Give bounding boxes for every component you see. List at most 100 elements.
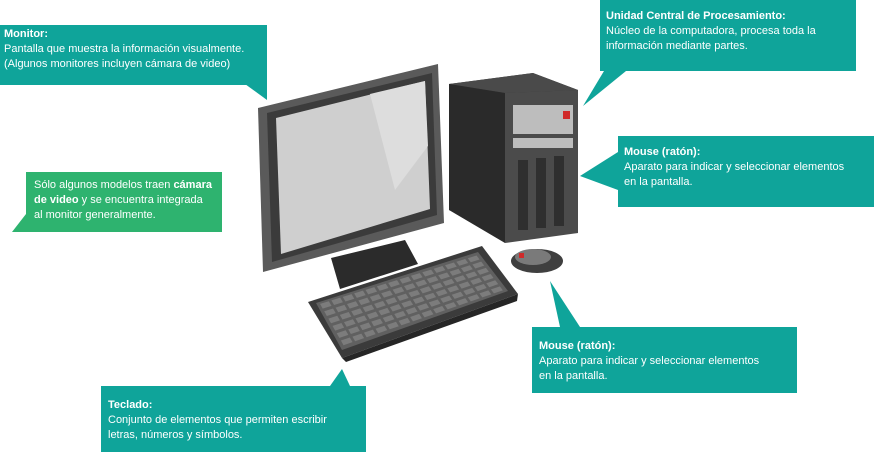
camera-text-bold: cámara de video: [34, 179, 212, 206]
keyboard-key: [405, 307, 418, 315]
keyboard-key: [428, 299, 441, 307]
keyboard-key: [378, 307, 391, 316]
keyboard-key: [332, 322, 345, 331]
keyboard-key: [456, 298, 469, 306]
mouse: [511, 249, 563, 273]
keyboard-key: [451, 291, 464, 299]
monitor-callout-line2: (Algunos monitores incluyen cámara de vi…: [4, 58, 231, 70]
mouse-bottom-callout-title: Mouse (ratón):: [539, 340, 616, 352]
keyboard-key: [352, 333, 365, 342]
keyboard: [308, 246, 518, 362]
mouse-top-callout: Mouse (ratón): Aparato para indicar y se…: [618, 136, 874, 207]
cpu-callout-tail: [583, 71, 626, 106]
keyboard-key: [398, 317, 411, 326]
keyboard-key: [388, 280, 400, 288]
keyboard-key: [422, 269, 435, 277]
keyboard-callout-line2: letras, números y símbolos.: [108, 429, 243, 441]
keyboard-key: [382, 314, 395, 323]
keyboard-key: [454, 275, 466, 283]
keyboard-key: [424, 292, 437, 301]
keyboard-key: [348, 326, 360, 335]
keyboard-key: [354, 290, 366, 298]
keyboard-key: [421, 309, 434, 318]
keyboard-key: [385, 297, 398, 305]
keyboard-key: [415, 279, 428, 287]
keyboard-key: [340, 337, 353, 346]
keyboard-key: [442, 278, 455, 286]
keyboard-key: [460, 265, 473, 273]
mouse-top-callout-title: Mouse (ratón):: [624, 146, 701, 158]
keyboard-key: [358, 297, 370, 305]
keyboard-key: [399, 276, 412, 284]
monitor-callout-line1: Pantalla que muestra la información visu…: [4, 43, 245, 55]
mouse-top-callout-line2: en la pantalla.: [624, 176, 693, 188]
keyboard-key: [477, 267, 489, 275]
keyboard-key: [376, 283, 389, 291]
monitor-callout-title: Monitor:: [4, 28, 48, 40]
dvd-drive: [513, 105, 573, 134]
keyboard-key: [465, 271, 478, 279]
mouse-bottom-callout-tail: [550, 281, 580, 327]
camera-callout-tail: [12, 214, 26, 232]
keyboard-key: [433, 306, 446, 314]
cpu-tower: [449, 73, 578, 243]
keyboard-key: [346, 301, 359, 309]
keyboard-key: [369, 294, 382, 302]
keyboard-key: [335, 304, 348, 313]
keyboard-key: [426, 276, 439, 284]
keyboard-key: [463, 287, 476, 295]
keyboard-key: [479, 290, 492, 298]
cpu-callout-title: Unidad Central de Procesamiento:: [606, 10, 786, 22]
camera-callout: Sólo algunos modelos traen cámara de vid…: [26, 172, 222, 232]
keyboard-key: [467, 255, 480, 263]
keyboard-key: [449, 268, 462, 276]
keyboard-key: [324, 308, 336, 316]
keyboard-callout-title: Teclado:: [108, 399, 153, 411]
keyboard-key: [458, 281, 471, 289]
keyboard-key: [371, 318, 383, 327]
camera-text-before: Sólo algunos modelos traen: [34, 179, 174, 191]
keyboard-key: [419, 286, 432, 294]
keyboard-key: [408, 289, 421, 298]
keyboard-key: [336, 330, 349, 338]
mouse-bottom-callout-line1: Aparato para indicar y seleccionar eleme…: [539, 355, 760, 367]
cpu-callout-line1: Núcleo de la computadora, procesa toda l…: [606, 25, 816, 37]
monitor: [258, 64, 444, 289]
keyboard-key: [445, 262, 457, 270]
keyboard-key: [362, 304, 375, 313]
keyboard-callout-line1: Conjunto de elementos que permiten escri…: [108, 414, 327, 426]
keyboard-callout-tail: [330, 369, 350, 386]
keyboard-key: [472, 261, 485, 269]
keyboard-key: [447, 285, 460, 293]
keyboard-key: [381, 290, 393, 298]
keyboard-key: [417, 303, 430, 311]
camera-text-after: y se encuentra integrada al monitor gene…: [34, 194, 203, 221]
cpu-callout: Unidad Central de Procesamiento: Núcleo …: [600, 0, 856, 71]
keyboard-key: [403, 283, 416, 291]
keyboard-key: [351, 308, 363, 316]
keyboard-key: [486, 280, 499, 288]
keyboard-key: [344, 319, 356, 327]
keyboard-key: [435, 289, 448, 297]
keyboard-key: [431, 282, 444, 290]
keyboard-key: [328, 315, 340, 324]
cpu-callout-line2: información mediante partes.: [606, 40, 748, 52]
mouse-top-callout-tail: [580, 152, 618, 190]
keyboard-key: [389, 304, 402, 312]
keyboard-key: [467, 294, 480, 302]
keyboard-key: [396, 293, 409, 301]
keyboard-key: [339, 312, 352, 320]
keyboard-key: [365, 287, 378, 295]
keyboard-key: [355, 315, 368, 323]
keyboard-key: [387, 321, 399, 330]
keyboard-key: [359, 322, 372, 331]
keyboard-callout: Teclado: Conjunto de elementos que permi…: [101, 386, 366, 452]
keyboard-key: [456, 259, 469, 266]
mouse-bottom-callout-line2: en la pantalla.: [539, 370, 608, 382]
monitor-callout-tail: [245, 84, 267, 100]
keyboard-key: [433, 266, 446, 273]
keyboard-key: [331, 297, 343, 306]
mouse-top-callout-line1: Aparato para indicar y seleccionar eleme…: [624, 161, 845, 173]
keyboard-key: [490, 286, 503, 294]
